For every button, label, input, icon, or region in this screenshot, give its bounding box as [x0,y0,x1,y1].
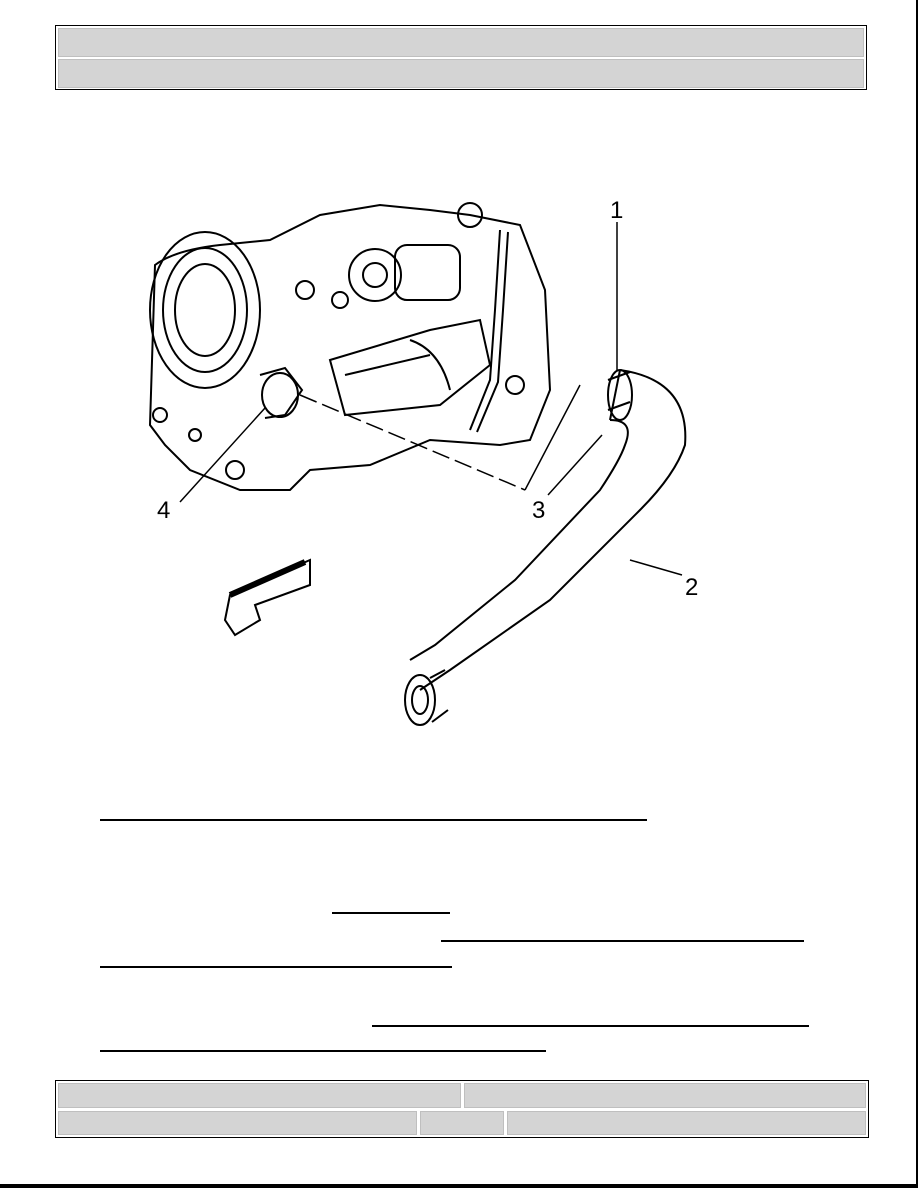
underline-5 [372,1025,809,1027]
underline-1 [100,819,647,821]
footer-cell-top-left [58,1083,461,1108]
callout-1: 1 [610,197,623,224]
footer-cell-top-right [464,1083,866,1108]
header-subtitle-cell [58,59,864,88]
callout-2: 2 [685,574,698,601]
underline-2 [332,912,450,914]
underline-6 [100,1050,546,1052]
footer-cell-bottom-right [507,1111,866,1135]
radiator-hose-illustration: 1 2 3 4 [148,197,698,726]
footer-box [55,1080,869,1138]
footer-cell-bottom-mid [420,1111,504,1135]
underline-3 [441,940,804,942]
callout-3: 3 [532,497,545,524]
footer-cell-bottom-left [58,1111,417,1135]
underline-4 [100,966,452,968]
header-title-cell [58,28,864,57]
header-box [55,25,867,90]
callout-4: 4 [157,497,170,524]
